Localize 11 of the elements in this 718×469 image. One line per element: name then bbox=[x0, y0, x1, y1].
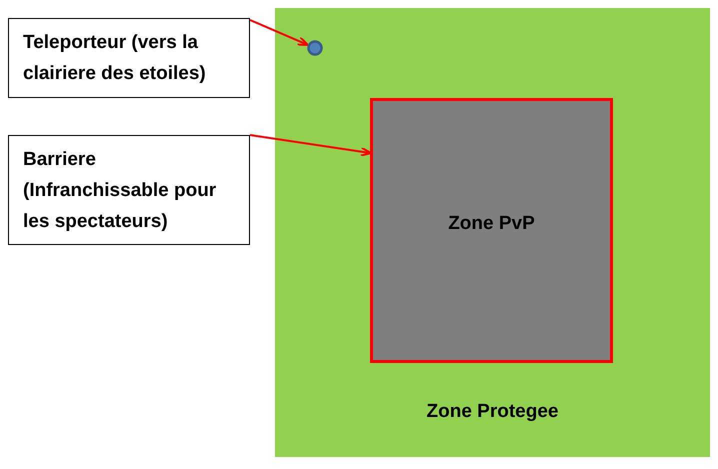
callout-text: Teleporteur (vers la clairiere des etoiles) bbox=[23, 31, 207, 86]
leader-arrow bbox=[250, 134, 372, 157]
pvp-zone-area bbox=[370, 98, 613, 363]
zone-label: Zone PvP bbox=[448, 212, 535, 236]
protected-zone-area bbox=[275, 8, 710, 457]
zone-label: Zone Protegee bbox=[426, 400, 558, 424]
callout-box bbox=[8, 135, 250, 245]
callout-box bbox=[8, 18, 250, 98]
leader-arrow bbox=[250, 19, 309, 46]
callout-text: Barriere (Infranchissable pour les spectateurs) bbox=[23, 148, 218, 234]
teleporter-marker bbox=[307, 40, 323, 56]
